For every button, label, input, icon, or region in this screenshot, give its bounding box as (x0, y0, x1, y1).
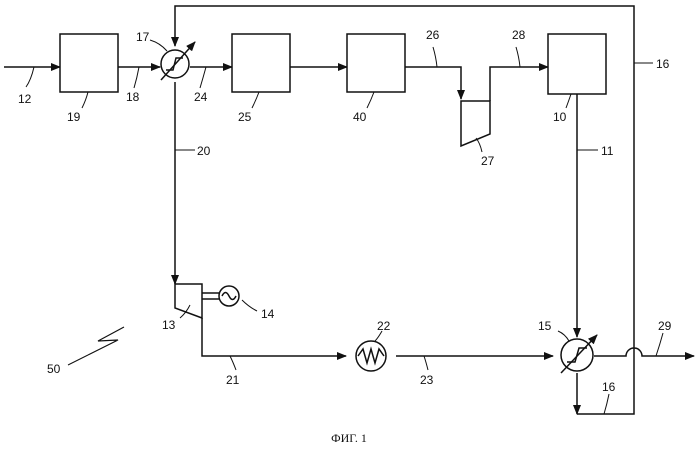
label-18: 18 (126, 90, 140, 104)
compressor-27 (461, 101, 490, 146)
label-21: 21 (226, 373, 240, 387)
label-13: 13 (162, 318, 176, 332)
heater-22 (356, 341, 386, 371)
block-40 (347, 34, 405, 92)
label-29: 29 (658, 319, 672, 333)
label-25: 25 (238, 110, 252, 124)
heat-exchanger-17 (161, 42, 195, 80)
label-16-top: 16 (656, 57, 670, 71)
label-40: 40 (353, 110, 367, 124)
stream-28-line (490, 67, 548, 101)
block-19 (60, 34, 118, 92)
block-10 (548, 34, 606, 94)
label-15: 15 (538, 319, 552, 333)
heat-exchanger-15 (561, 335, 597, 373)
label-10: 10 (553, 110, 567, 124)
label-23: 23 (420, 373, 434, 387)
turbine-13 (175, 284, 202, 318)
label-16-bottom: 16 (602, 380, 616, 394)
stream-21-line (202, 318, 346, 356)
label-24: 24 (194, 90, 208, 104)
label-22: 22 (377, 319, 391, 333)
label-19: 19 (67, 110, 81, 124)
label-14: 14 (261, 307, 275, 321)
label-27: 27 (481, 154, 495, 168)
stream-29-line (594, 348, 694, 356)
label-50: 50 (47, 362, 61, 376)
generator-14 (219, 286, 239, 306)
label-12: 12 (18, 92, 32, 106)
block-25 (232, 34, 290, 92)
label-11: 11 (601, 144, 614, 158)
label-28: 28 (512, 28, 526, 42)
label-26: 26 (426, 28, 440, 42)
label-20: 20 (197, 144, 211, 158)
figure-caption: ФИГ. 1 (331, 431, 367, 445)
label-17: 17 (136, 30, 150, 44)
stream-26-line (405, 67, 461, 99)
